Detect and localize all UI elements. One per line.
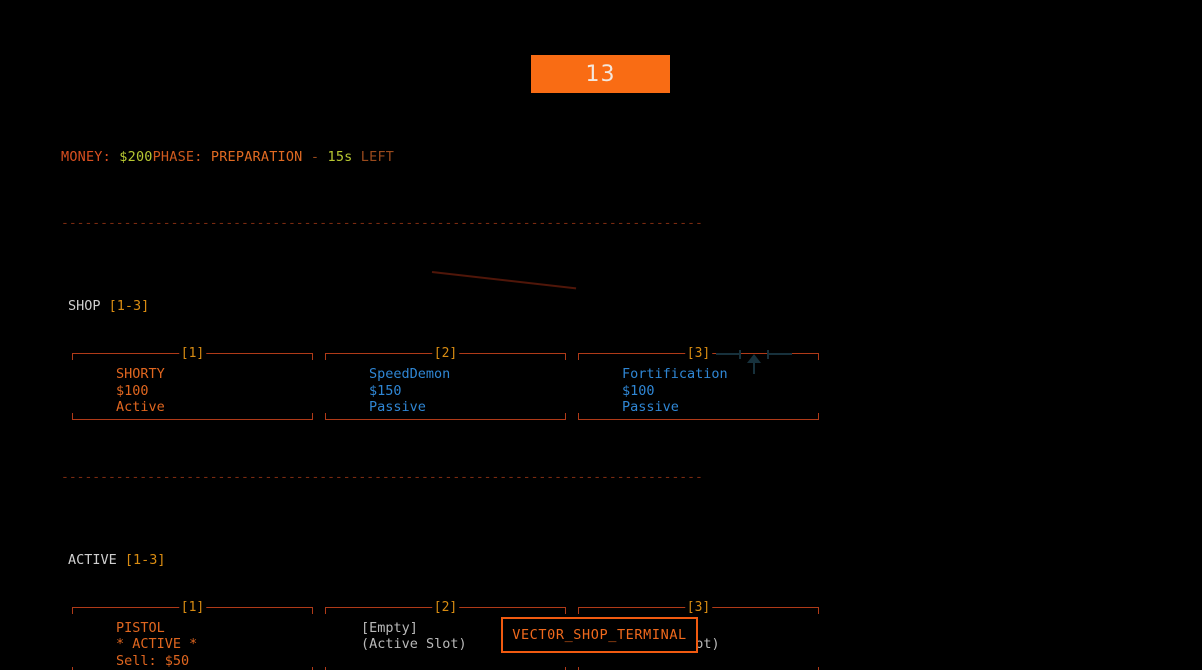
section-title-shop: SHOP [1-3] xyxy=(68,298,841,315)
shop-range: [1-3] xyxy=(108,298,150,315)
status-line: MONEY: $200PHASE: PREPARATION - 15s LEFT xyxy=(61,149,841,166)
card-type: Passive xyxy=(369,399,426,416)
card-slot-number: [2] xyxy=(431,345,460,363)
card-type: Passive xyxy=(622,399,679,416)
section-title-active: ACTIVE [1-3] xyxy=(68,552,841,569)
card-name: SpeedDemon xyxy=(369,365,451,382)
card-slot-number: [2] xyxy=(431,599,460,617)
phase-label: PHASE: xyxy=(152,149,211,166)
card-price: $150 xyxy=(369,382,402,399)
vector-shop-terminal-badge: VECT0R_SHOP_TERMINAL xyxy=(501,617,698,653)
card-slot-number: [1] xyxy=(178,599,207,617)
card-name: PISTOL xyxy=(116,619,165,636)
card-type: Active xyxy=(116,399,165,416)
card-price: (Active Slot) xyxy=(361,636,467,653)
card-price: * ACTIVE * xyxy=(116,636,198,653)
card-price: $100 xyxy=(116,382,149,399)
money-label: MONEY: xyxy=(61,149,120,166)
shop-title-text: SHOP xyxy=(68,298,109,315)
crosshair-cursor-icon xyxy=(716,350,792,374)
active-range: [1-3] xyxy=(124,552,166,569)
time-remaining-suffix: LEFT xyxy=(352,149,395,166)
card-name: Fortification xyxy=(622,365,728,382)
time-remaining-value: 15s xyxy=(327,149,353,166)
money-value: $200 xyxy=(119,149,153,166)
card-text-block: PISTOL* ACTIVE *Sell: $50 xyxy=(72,614,313,670)
phase-timer-badge: 13 xyxy=(531,55,670,93)
card-text-block: [Empty](Active Slot) xyxy=(325,614,566,653)
status-dash: - xyxy=(302,149,328,166)
card-name: SHORTY xyxy=(116,365,165,382)
phase-value: PREPARATION xyxy=(210,149,303,166)
phase-timer-value: 13 xyxy=(585,61,616,87)
vector-shop-terminal-label: VECT0R_SHOP_TERMINAL xyxy=(512,627,687,643)
separator-dashed-2: ----------------------------------------… xyxy=(61,469,703,485)
card-price: $100 xyxy=(622,382,655,399)
card-slot-number: [1] xyxy=(178,345,207,363)
card-slot-number: [3] xyxy=(684,345,713,363)
card-slot-number: [3] xyxy=(684,599,713,617)
card-slot[interactable]: [1]PISTOL* ACTIVE *Sell: $50 xyxy=(72,599,313,670)
active-card-row: [1]PISTOL* ACTIVE *Sell: $50[2][Empty](A… xyxy=(72,599,841,670)
terminal-body: MONEY: $200PHASE: PREPARATION - 15s LEFT… xyxy=(61,83,841,670)
card-type: Sell: $50 xyxy=(116,653,190,670)
active-title-text: ACTIVE xyxy=(68,552,125,569)
card-name: [Empty] xyxy=(361,619,418,636)
separator-dashed: ----------------------------------------… xyxy=(61,215,703,231)
